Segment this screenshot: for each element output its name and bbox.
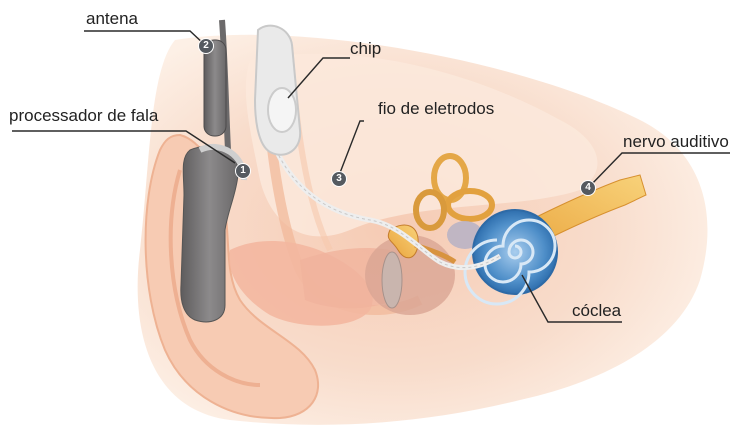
- marker-3: 3: [331, 171, 347, 187]
- label-nervo-auditivo: nervo auditivo: [623, 133, 729, 150]
- label-processador-de-fala: processador de fala: [9, 107, 158, 124]
- label-fio-de-eletrodos: fio de eletrodos: [378, 100, 494, 117]
- label-chip: chip: [350, 40, 381, 57]
- marker-4: 4: [580, 180, 596, 196]
- label-coclea: cóclea: [572, 302, 621, 319]
- marker-1: 1: [235, 163, 251, 179]
- label-antena: antena: [86, 10, 138, 27]
- antenna-coil: [204, 40, 226, 136]
- marker-2: 2: [198, 38, 214, 54]
- eardrum: [382, 252, 402, 308]
